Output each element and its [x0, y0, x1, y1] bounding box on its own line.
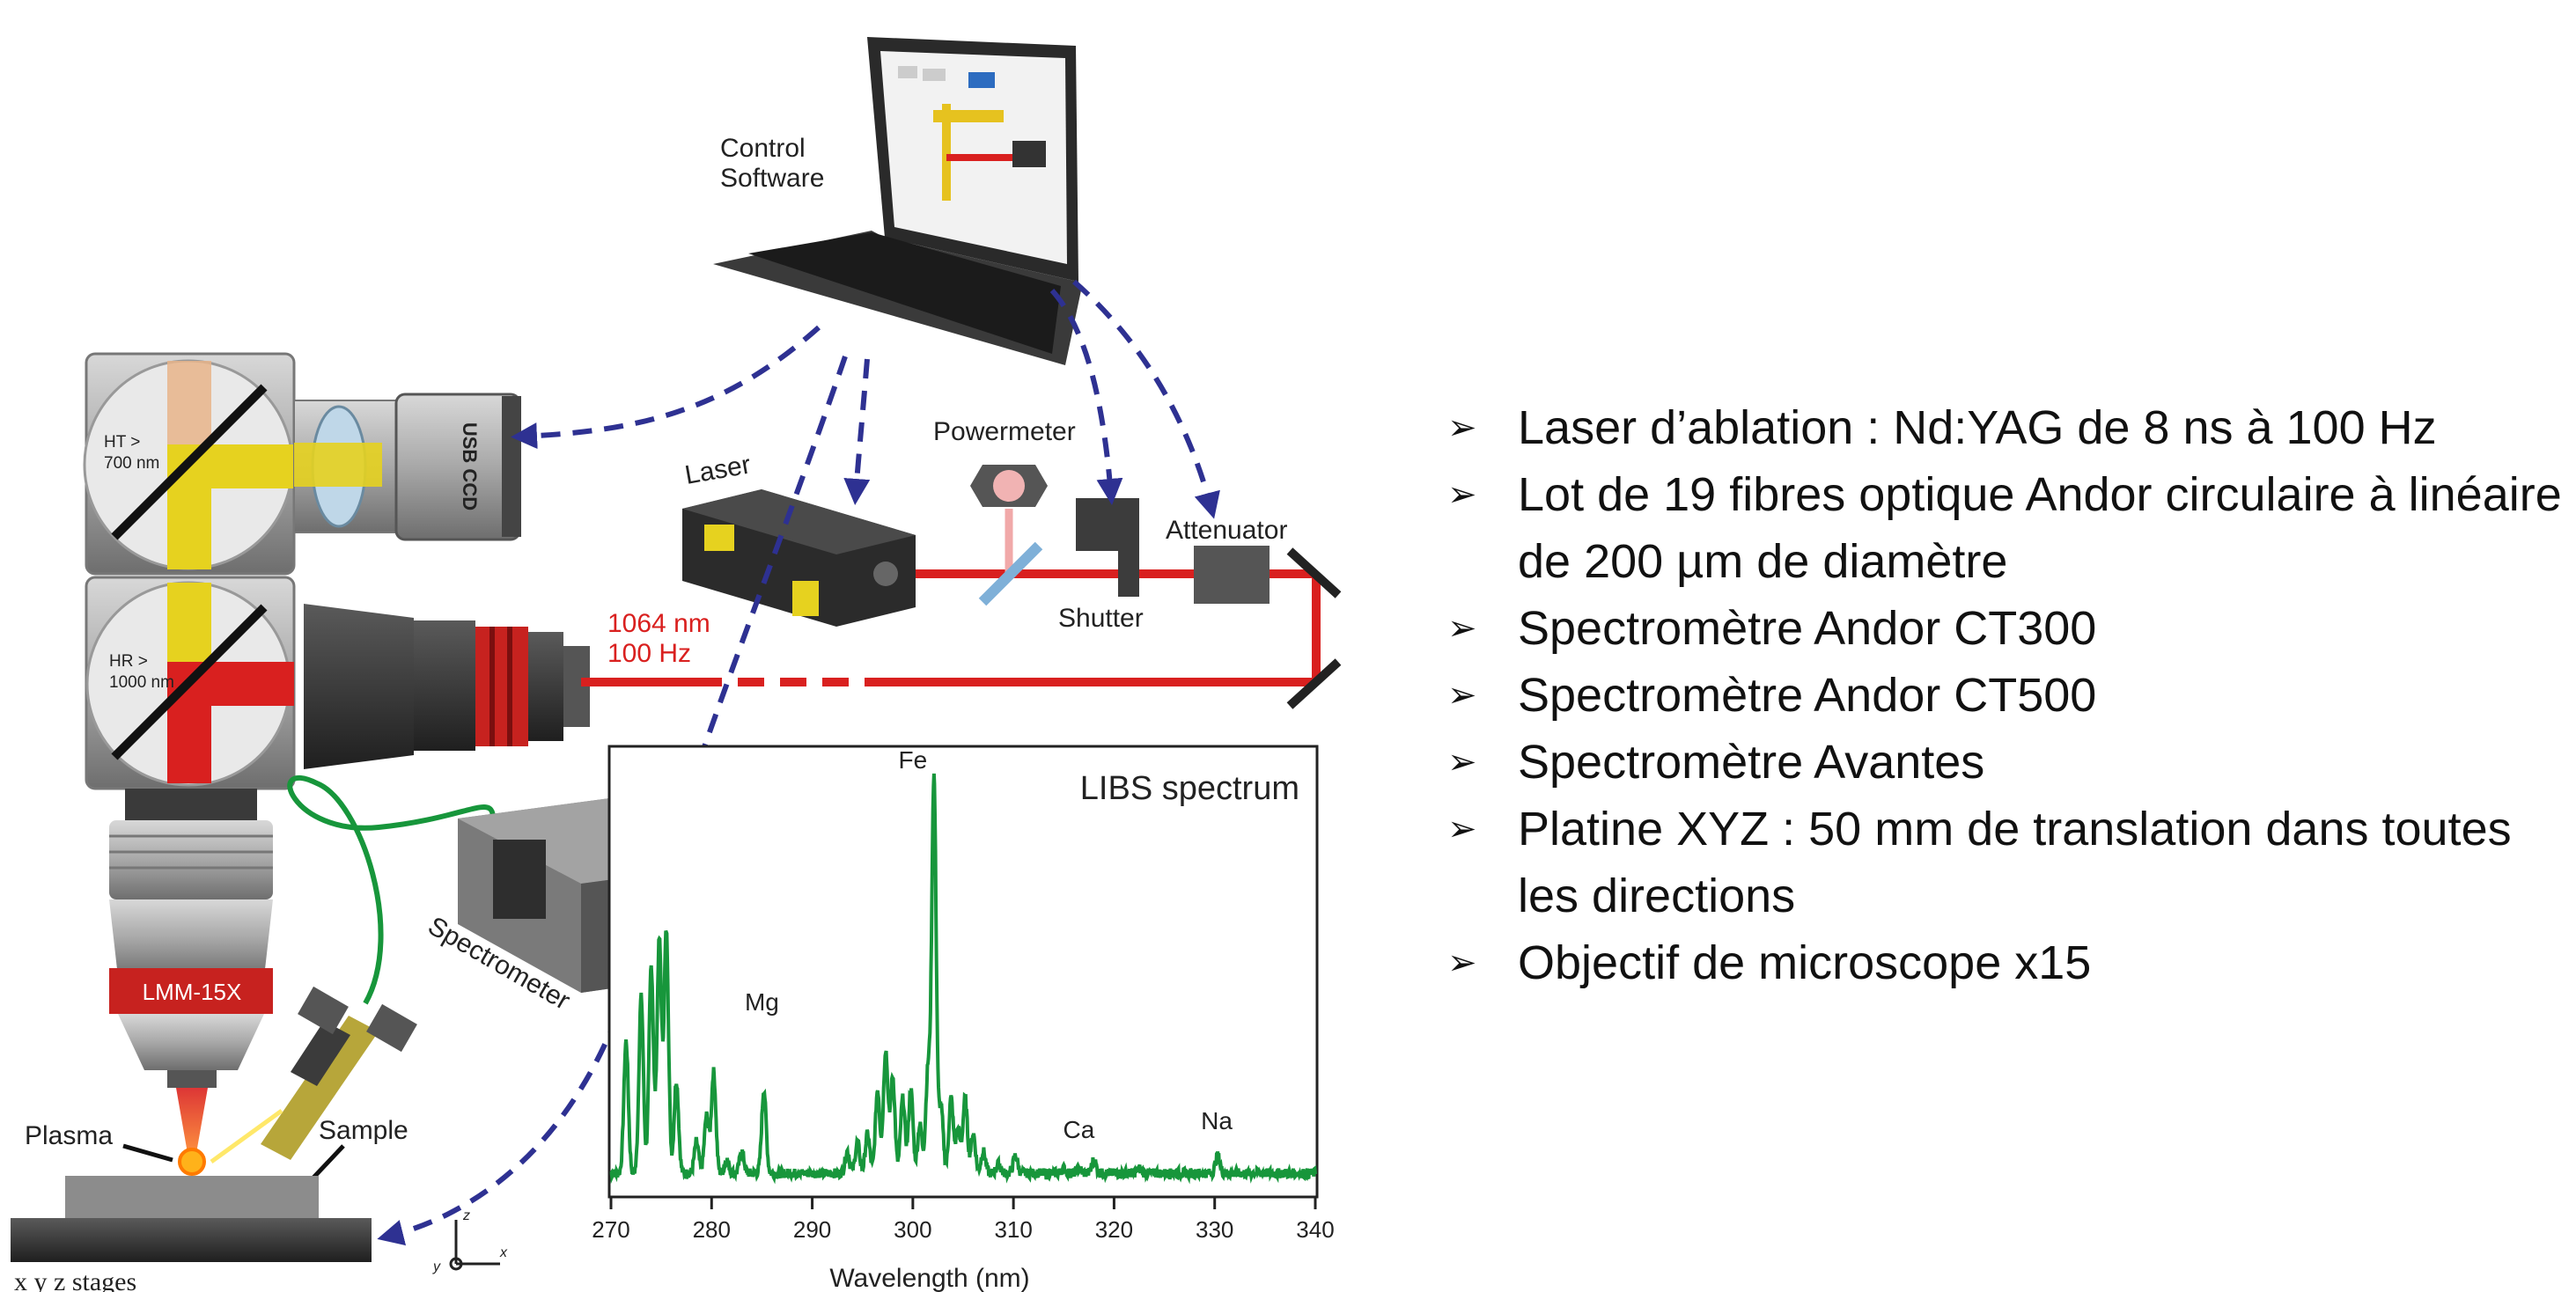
spec-item-text: Spectromètre Andor CT500 [1518, 669, 2097, 722]
bullet-arrow-icon: ➢ [1447, 810, 1477, 848]
objective-label: LMM-15X [143, 979, 242, 1005]
spec-item-text: Objectif de microscope x15 [1518, 936, 2092, 989]
spec-item: ➢ Laser d’ablation : Nd:YAG de 8 ns à 100… [1444, 394, 2576, 461]
spectrum-series-line [609, 773, 1317, 1185]
plasma-pointer [122, 1143, 173, 1163]
peak-label: Fe [899, 746, 928, 774]
hr-label-2: 1000 nm [109, 673, 174, 692]
arrow-to-laser [843, 358, 871, 505]
sample-pointer [312, 1144, 345, 1179]
attenuator [1194, 546, 1270, 604]
x-tick-label: 310 [994, 1216, 1032, 1243]
peak-label: Mg [745, 988, 779, 1016]
laser-label: Laser [682, 450, 753, 490]
spec-item: ➢ Spectromètre Avantes [1444, 729, 2576, 796]
spec-item: ➢ Spectromètre Andor CT500 [1444, 662, 2576, 729]
x-tick-label: 280 [693, 1216, 731, 1243]
spec-item-text: Spectromètre Andor CT300 [1518, 602, 2097, 655]
attenuator-label: Attenuator [1166, 516, 1287, 545]
sample-label: Sample [319, 1116, 408, 1145]
axis-y-label: y [432, 1259, 441, 1274]
shutter [1076, 498, 1139, 597]
arrow-to-ccd [511, 325, 821, 450]
spec-item: ➢ Lot de 19 fibres optique Andor circulai… [1444, 461, 2576, 595]
laser-wavelength-label: 1064 nm [607, 609, 710, 638]
plasma-label: Plasma [25, 1121, 113, 1150]
x-axis-label: Wavelength (nm) [829, 1264, 1029, 1292]
bullet-arrow-icon: ➢ [1447, 743, 1477, 782]
laser-frequency-label: 100 Hz [607, 639, 691, 668]
bullet-arrow-icon: ➢ [1447, 943, 1477, 982]
x-axis-ticks: 270 280 290 300 310 320 330 340 [592, 1197, 1335, 1243]
powermeter-label: Powermeter [933, 417, 1076, 446]
control-software-label-2: Software [720, 164, 824, 193]
x-tick-label: 270 [592, 1216, 629, 1243]
spec-item-text: Lot de 19 fibres optique Andor circulair… [1518, 468, 2562, 588]
laptop [713, 37, 1081, 365]
bullet-arrow-icon: ➢ [1447, 676, 1477, 715]
control-software-label-1: Control [720, 134, 806, 163]
x-tick-label: 320 [1095, 1216, 1133, 1243]
chart-title: LIBS spectrum [1080, 770, 1299, 807]
bullet-arrow-icon: ➢ [1447, 408, 1477, 447]
peak-label: Ca [1064, 1116, 1095, 1143]
stages-label: x y z stages [14, 1267, 136, 1292]
collection-optic [210, 986, 417, 1164]
ht-label-2: 700 nm [104, 454, 159, 473]
beam-expander [304, 604, 590, 769]
arrow-to-attenuator [1072, 279, 1220, 519]
x-tick-label: 330 [1196, 1216, 1233, 1243]
spec-item: ➢ Platine XYZ : 50 mm de translation dans… [1444, 796, 2576, 929]
laser-head [682, 489, 916, 627]
spec-item: ➢ Spectromètre Andor CT300 [1444, 595, 2576, 662]
optical-fiber [287, 775, 496, 1005]
ht-label-1: HT > [104, 433, 140, 451]
libs-spectrum-chart: LIBS spectrum 270 280 290 300 310 320 330 340 F… [592, 745, 1335, 1292]
x-tick-label: 340 [1296, 1216, 1334, 1243]
spec-item: ➢ Objectif de microscope x15 [1444, 929, 2576, 996]
arrow-to-shutter [1049, 288, 1123, 505]
plasma-spark [178, 1148, 206, 1176]
axis-triad [449, 1220, 500, 1271]
x-tick-label: 300 [894, 1216, 931, 1243]
shutter-label: Shutter [1058, 604, 1144, 633]
axis-x-label: x [499, 1245, 508, 1260]
powermeter [970, 465, 1048, 572]
beam-splitter [978, 541, 1043, 606]
spec-item-text: Spectromètre Avantes [1518, 736, 1985, 789]
focused-beam [176, 1088, 208, 1158]
usb-ccd-camera [293, 393, 521, 541]
sample-and-stages [11, 1176, 372, 1262]
x-tick-label: 290 [793, 1216, 831, 1243]
hr-label-1: HR > [109, 652, 148, 671]
usb-ccd-label: USB CCD [459, 422, 481, 510]
bullet-arrow-icon: ➢ [1447, 609, 1477, 648]
peak-label: Na [1201, 1107, 1233, 1134]
bullet-arrow-icon: ➢ [1447, 475, 1477, 514]
spec-item-text: Laser d’ablation : Nd:YAG de 8 ns à 100 … [1518, 401, 2437, 454]
specification-list: ➢ Laser d’ablation : Nd:YAG de 8 ns à 100… [1444, 394, 2576, 996]
spec-item-text: Platine XYZ : 50 mm de translation dans … [1518, 803, 2512, 922]
ccd-cube [83, 352, 296, 576]
dichroic-cube [85, 576, 296, 790]
axis-z-label: z [462, 1208, 470, 1223]
microscope-objective [109, 789, 273, 1088]
